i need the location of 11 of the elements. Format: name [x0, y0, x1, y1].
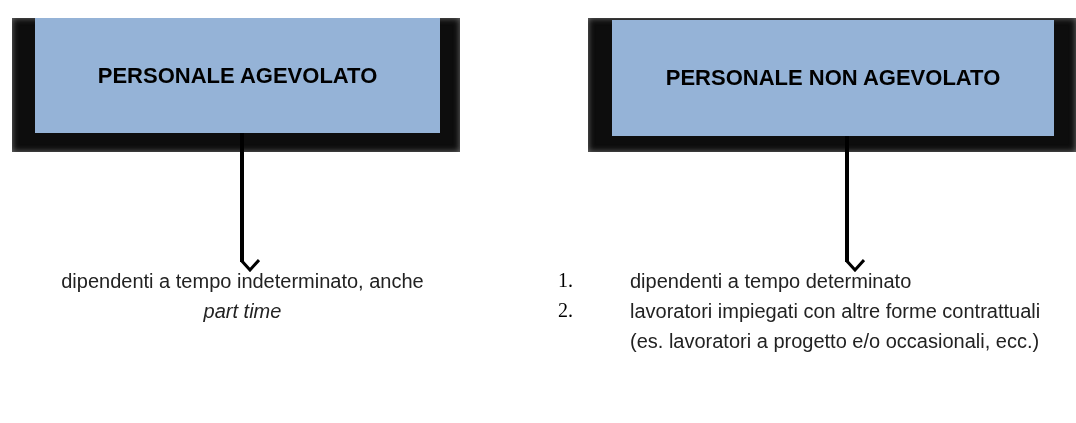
list-number: 1.: [557, 268, 574, 293]
list-number: 2.: [557, 298, 574, 323]
description-text: dipendenti a tempo indeterminato, anche part time: [60, 269, 425, 324]
category-box: [612, 20, 1054, 136]
category-box: [35, 18, 440, 133]
list-item: lavoratori impiegati con altre forme contrattuali (es. lavoratori a progetto e/o occasionali, ecc.): [630, 299, 1042, 354]
list-item: dipendenti a tempo determinato: [630, 269, 913, 294]
arrow: [239, 133, 261, 272]
arrow: [844, 136, 866, 272]
box-title: PERSONALE NON AGEVOLATO: [665, 64, 1001, 92]
box-title: PERSONALE AGEVOLATO: [97, 61, 378, 90]
